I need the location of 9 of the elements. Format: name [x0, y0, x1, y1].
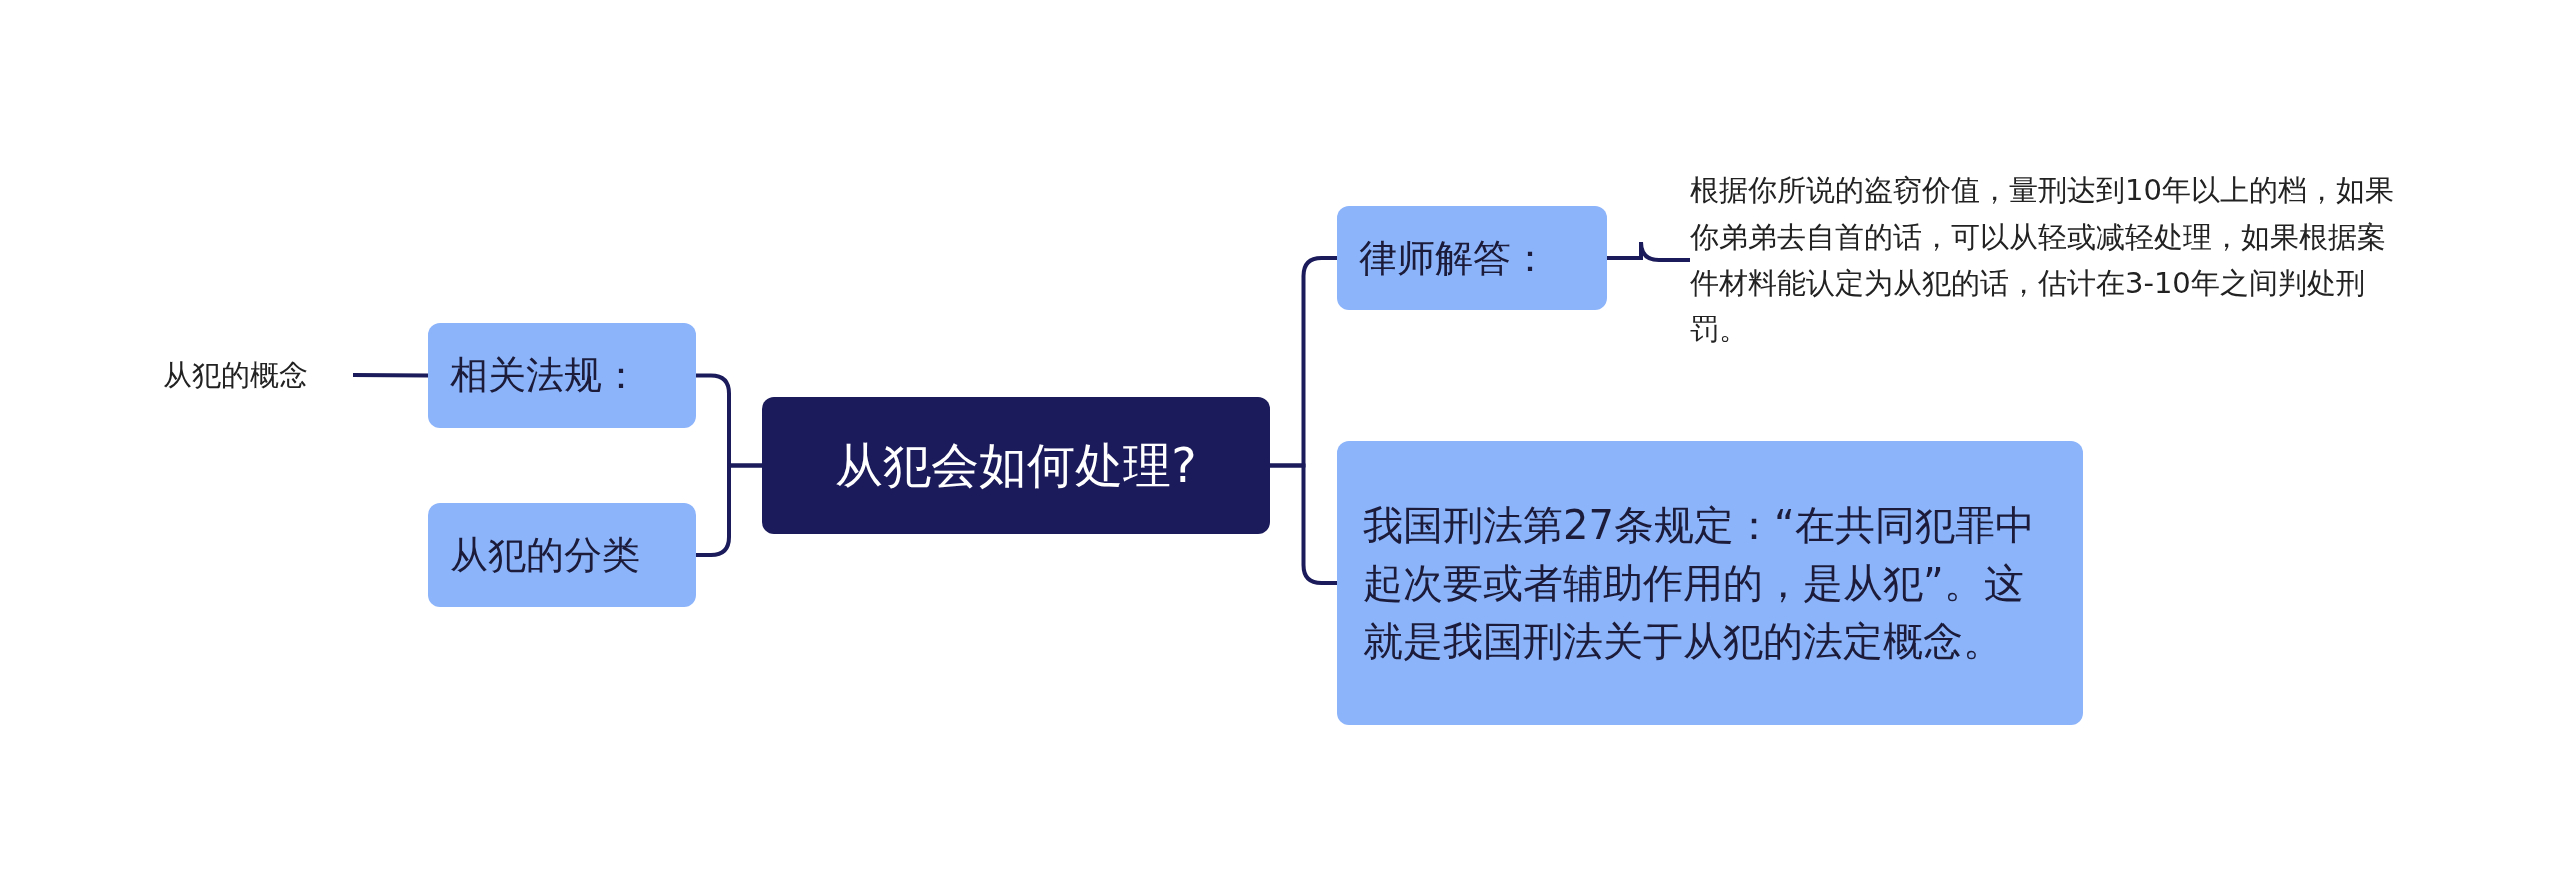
topic-text: 根据你所说的盗窃价值，量刑达到10年以上的档，如果你弟弟去自首的话，可以从轻或减轻处理，如果根据案件材料能认定为从犯的话，估计在3-10年之间判处刑罚。 [1690, 165, 2410, 355]
topic-box: 从犯的分类 [428, 503, 696, 607]
root-topic-box: 从犯会如何处理? [762, 397, 1270, 534]
topic-box: 律师解答： [1337, 206, 1607, 310]
topic-box: 相关法规： [428, 323, 696, 428]
connector-line [353, 373, 428, 378]
topic-box: 我国刑法第27条规定：“在共同犯罪中起次要或者辅助作用的，是从犯”。这就是我国刑法关于从犯的法定概念。 [1337, 441, 2083, 725]
topic-text: 从犯的概念 [163, 350, 353, 400]
connector-line [1607, 240, 1690, 262]
